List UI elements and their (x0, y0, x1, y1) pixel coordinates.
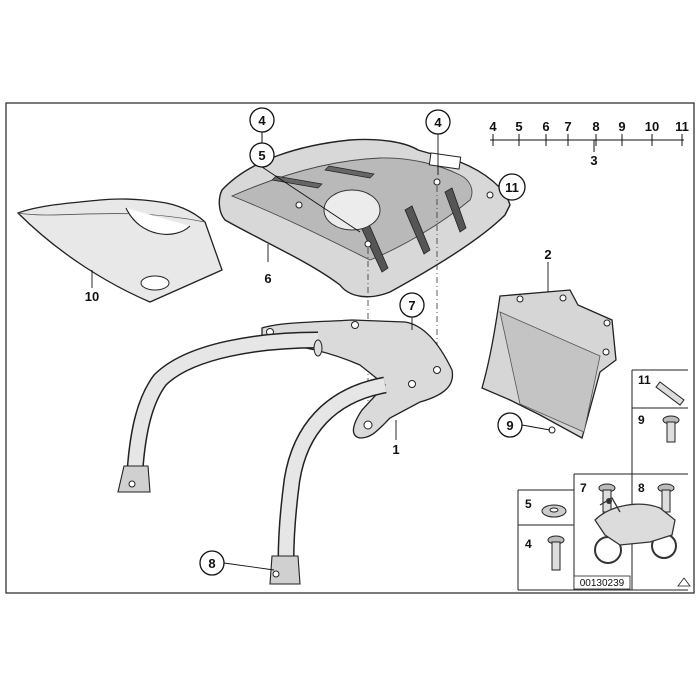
hardware-legend (517, 369, 688, 591)
svg-text:11: 11 (638, 373, 651, 387)
kit-sequence-label: 8 (592, 119, 599, 134)
callout-4a: 4 (258, 113, 266, 128)
callout-group-9: 9 (497, 412, 551, 438)
callout-11: 11 (505, 180, 519, 195)
callout-group-8: 8 (199, 550, 275, 576)
part-1-grab-rail: 1 (117, 319, 454, 585)
diagram-code-box: 00130239 (573, 575, 631, 590)
kit-sequence-label: 5 (515, 119, 522, 134)
callout-group-4b: 4 (425, 109, 451, 175)
svg-text:9: 9 (638, 413, 645, 427)
callout-5: 5 (258, 148, 265, 163)
svg-text:7: 7 (580, 481, 587, 495)
kit-sequence-label: 7 (564, 119, 571, 134)
diagram-frame (5, 102, 695, 594)
callout-group-11: 11 (498, 173, 526, 201)
diagram-code: 00130239 (580, 578, 625, 589)
kit-sequence-label: 11 (675, 119, 689, 134)
kit-sequence-label: 6 (542, 119, 549, 134)
motorcycle-icon (594, 497, 677, 564)
callout-4b: 4 (434, 115, 442, 130)
legend-item-9-screw: 9 (638, 413, 680, 443)
callout-10: 10 (85, 289, 99, 304)
part-10-cover-panel: 10 (16, 198, 223, 304)
kit-sequence-label: 9 (618, 119, 625, 134)
part-2-side-bracket: 2 (481, 247, 617, 439)
callout-8: 8 (208, 556, 215, 571)
callout-group-7: 7 (399, 292, 425, 330)
warning-triangle-icon (677, 577, 691, 587)
callout-2: 2 (544, 247, 551, 262)
svg-text:4: 4 (525, 537, 532, 551)
svg-text:5: 5 (525, 497, 532, 511)
legend-item-11-pin: 11 (638, 373, 685, 406)
svg-text:8: 8 (638, 481, 645, 495)
legend-item-7-screw: 7 (580, 481, 616, 513)
callout-group-4-5: 4 5 (249, 107, 361, 233)
kit-sequence-label: 4 (489, 119, 497, 134)
callout-1: 1 (392, 442, 399, 457)
callout-7: 7 (408, 298, 415, 313)
legend-item-5-washer: 5 (525, 497, 567, 518)
callout-6: 6 (264, 271, 271, 286)
kit-sequence-label: 10 (645, 119, 659, 134)
legend-item-4-bolt: 4 (525, 535, 565, 571)
part-6-carrier-top: 6 (218, 138, 511, 298)
callout-9: 9 (506, 418, 513, 433)
callout-3: 3 (590, 153, 597, 168)
